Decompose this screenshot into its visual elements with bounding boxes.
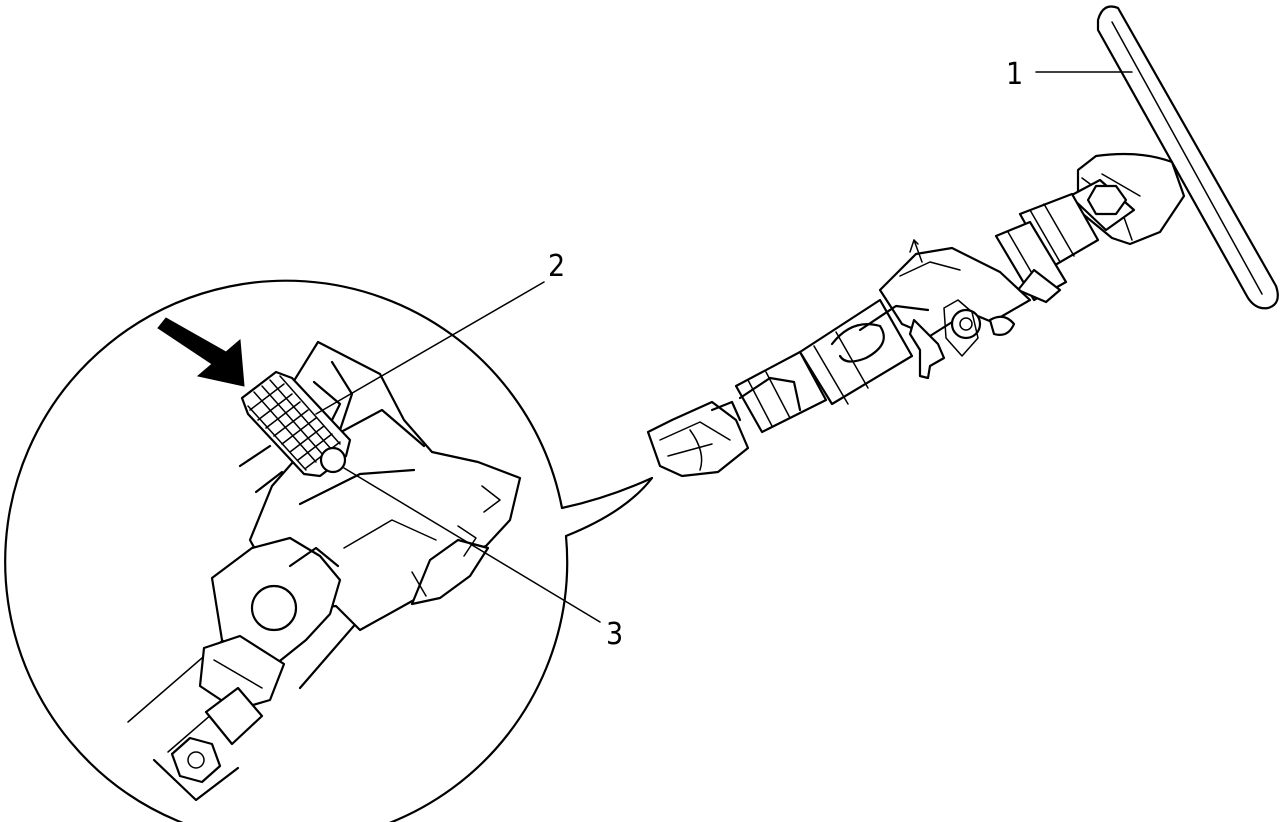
- steering-wheel: [1096, 5, 1279, 310]
- press-arrow-icon: [157, 317, 245, 387]
- adjusting-nut: [240, 370, 352, 478]
- callout-3: 3: [606, 617, 623, 652]
- lock-ball: [319, 446, 347, 474]
- callout-1: 1: [1006, 57, 1023, 92]
- steering-column: [646, 152, 1186, 478]
- detail-view: [4, 279, 654, 822]
- callout-2: 2: [548, 249, 565, 284]
- leader-lines: [315, 71, 1133, 623]
